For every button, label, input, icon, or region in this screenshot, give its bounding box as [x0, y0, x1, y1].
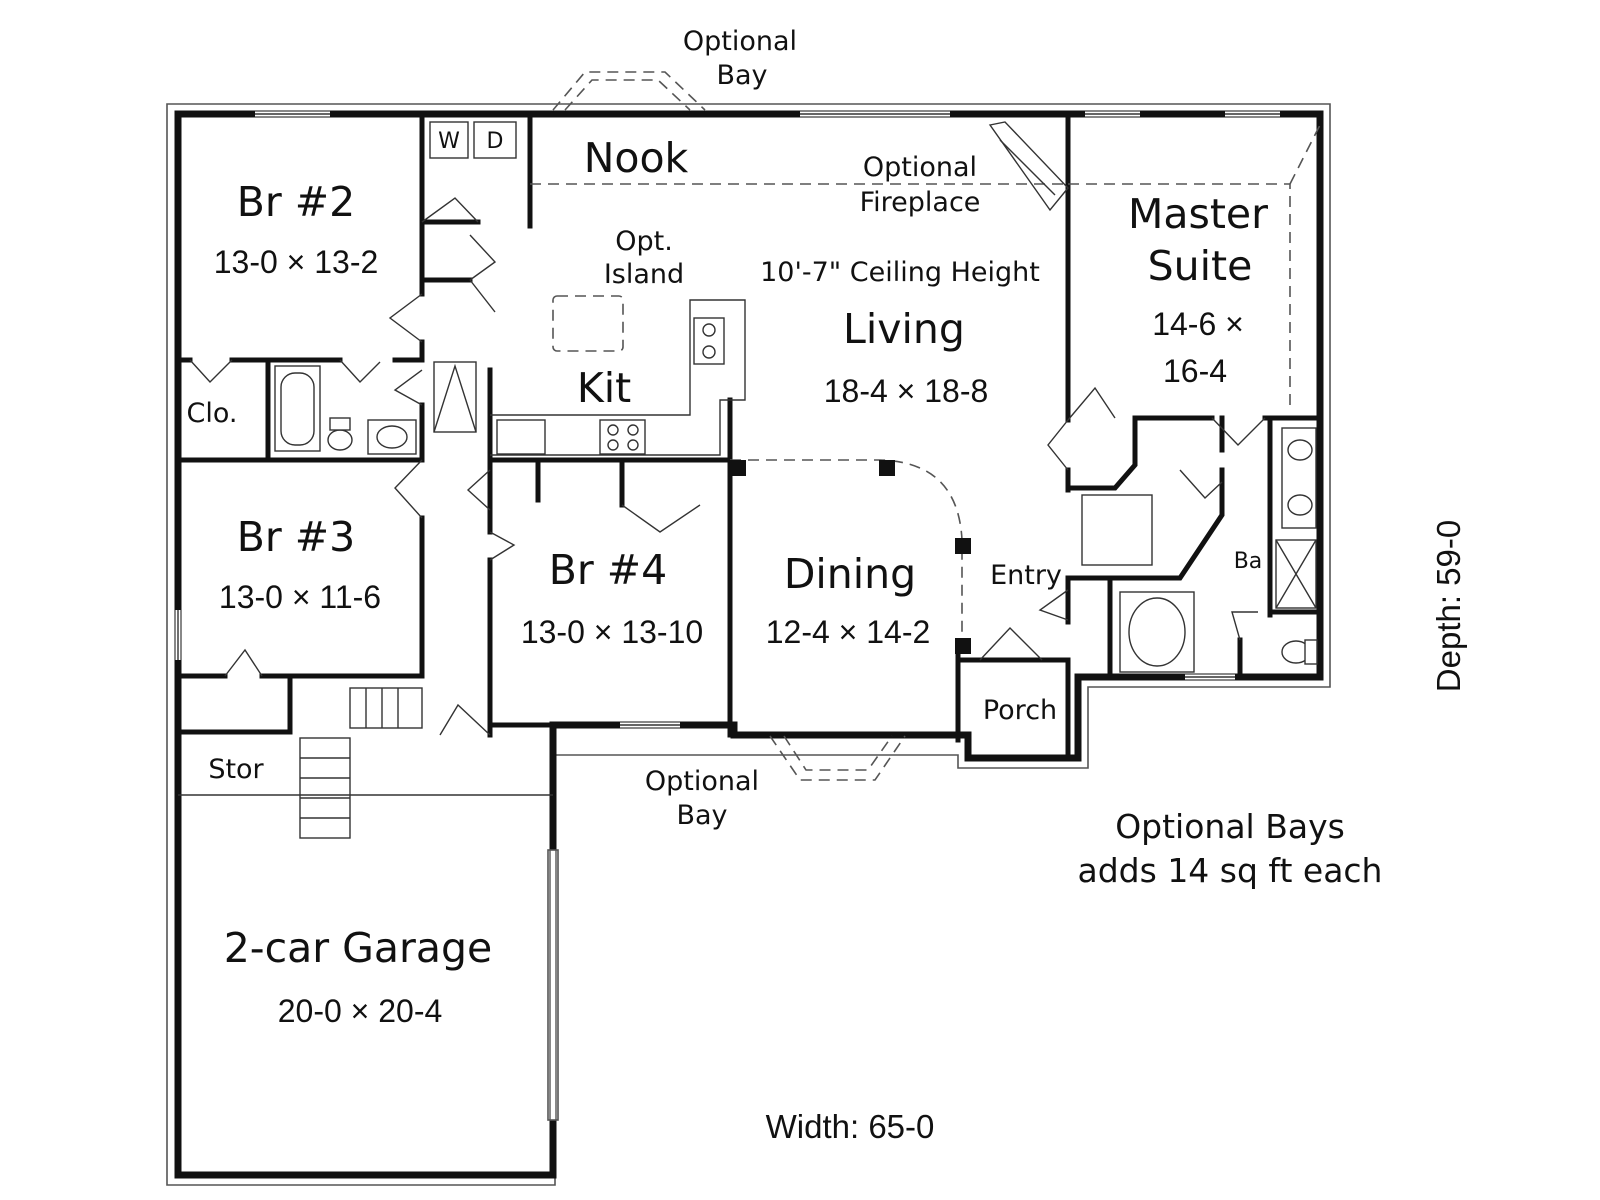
overall-depth: Depth: 59-0: [1430, 520, 1467, 692]
room-name-dining: Dining: [784, 550, 916, 598]
room-name-living: Living: [843, 305, 965, 353]
room-size-garage: 20-0 × 20-4: [278, 993, 443, 1029]
optional-island-line2: Island: [604, 259, 684, 290]
washer-label: W: [438, 129, 460, 154]
exterior-walls: [174, 110, 1324, 1179]
room-name-garage: 2-car Garage: [224, 924, 493, 972]
room-name-nook: Nook: [584, 134, 689, 182]
garage-steps: [178, 687, 553, 839]
optional-bay-top-line2: Bay: [716, 60, 767, 91]
room-name-master-line1: Master: [1128, 190, 1268, 238]
option-labels: Optional Bay Optional Fireplace Opt. Isl…: [604, 26, 981, 831]
dining-posts: [730, 460, 971, 654]
ceiling-height-note: 10'-7" Ceiling Height: [760, 257, 1040, 288]
room-name-entry: Entry: [990, 560, 1062, 591]
optional-fireplace-line1: Optional: [863, 152, 977, 183]
room-name-master-line2: Suite: [1148, 242, 1253, 290]
room-size-master-line1: 14-6 ×: [1152, 306, 1244, 342]
dashed-ceiling-lines: [530, 124, 1321, 645]
optional-island-line1: Opt.: [615, 226, 673, 257]
windows: [175, 111, 1280, 1121]
optional-bay-top-line1: Optional: [683, 26, 797, 57]
optional-bay-bottom-line2: Bay: [676, 800, 727, 831]
room-size-master-line2: 16-4: [1163, 353, 1227, 389]
overall-width: Width: 65-0: [766, 1108, 935, 1145]
room-name-clo: Clo.: [187, 398, 238, 429]
room-size-br3: 13-0 × 11-6: [219, 579, 381, 615]
room-size-living: 18-4 × 18-8: [824, 373, 989, 409]
room-size-dining: 12-4 × 14-2: [766, 614, 931, 650]
fixtures: [274, 121, 1318, 673]
room-name-ba: Ba: [1234, 549, 1263, 574]
room-name-br3: Br #3: [237, 513, 355, 561]
interior-walls: [175, 111, 1323, 761]
room-labels: Br #2 13-0 × 13-2 Br #3 13-0 × 11-6 Br #…: [187, 129, 1269, 1029]
optional-bay-bottom-line1: Optional: [645, 766, 759, 797]
optional-bay-top-outline: [552, 71, 706, 111]
bays-note-line2: adds 14 sq ft each: [1078, 851, 1383, 890]
room-name-kit: Kit: [577, 364, 631, 412]
outer-outline: [166, 103, 1331, 1186]
room-name-porch: Porch: [983, 695, 1057, 726]
optional-fireplace-line2: Fireplace: [860, 187, 981, 218]
room-size-br2: 13-0 × 13-2: [214, 244, 379, 280]
optional-bay-bottom-outline: [769, 735, 906, 781]
doors: [189, 197, 1266, 736]
room-name-br2: Br #2: [237, 178, 355, 226]
dryer-label: D: [487, 129, 504, 154]
room-size-br4: 13-0 × 13-10: [521, 614, 703, 650]
bays-note-line1: Optional Bays: [1115, 807, 1345, 846]
room-name-br4: Br #4: [549, 546, 667, 594]
plan-notes: Optional Bays adds 14 sq ft each Width: …: [766, 520, 1467, 1145]
room-name-stor: Stor: [208, 754, 264, 785]
